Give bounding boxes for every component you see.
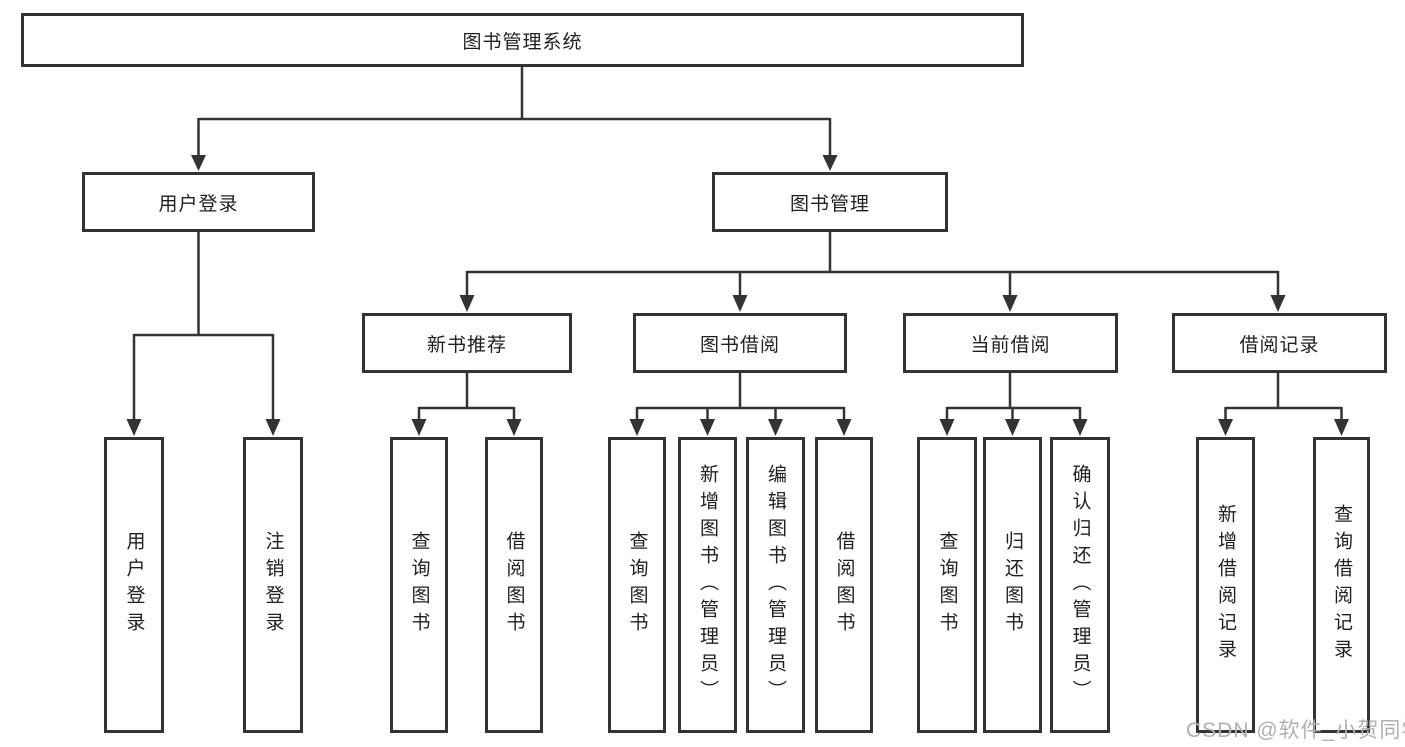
arrow-down-icon bbox=[459, 295, 475, 312]
node-label: 图书管理系统 bbox=[462, 31, 583, 53]
arrow-down-icon bbox=[126, 419, 142, 436]
connector-lines bbox=[132, 66, 1343, 423]
node-book-borrow: 图书借阅 bbox=[633, 313, 847, 373]
leaf-label: 用户登录 bbox=[123, 531, 145, 639]
arrow-down-icon bbox=[1005, 419, 1020, 436]
edge-record-bus bbox=[1224, 372, 1343, 423]
node-label: 新书推荐 bbox=[426, 334, 507, 356]
edge-root-bus bbox=[197, 66, 832, 158]
arrowheads bbox=[126, 155, 1349, 436]
leaf-label: 借阅图书 bbox=[503, 531, 525, 639]
node-book-management: 图书管理 bbox=[712, 172, 948, 232]
node-label: 当前借阅 bbox=[970, 334, 1051, 356]
leaf-edit-books-admin: 编辑图书（管理员） bbox=[746, 437, 805, 733]
arrow-down-icon bbox=[1072, 419, 1088, 436]
leaf-logout: 注销登录 bbox=[243, 437, 303, 733]
leaf-label: 编辑图书（管理员） bbox=[765, 463, 786, 707]
arrow-down-icon bbox=[506, 419, 522, 436]
leaf-label: 归还图书 bbox=[1002, 531, 1023, 639]
leaf-query-borrow-record: 查询借阅记录 bbox=[1313, 437, 1370, 733]
csdn-watermark: CSDN @软件_小贺同学 bbox=[1186, 719, 1405, 742]
leaf-confirm-return-admin: 确认归还（管理员） bbox=[1050, 437, 1110, 733]
leaf-label: 注销登录 bbox=[262, 531, 284, 639]
edge-bookmgmt-bus bbox=[465, 231, 1280, 299]
leaf-query-books-current: 查询图书 bbox=[917, 437, 977, 733]
leaf-user-login: 用户登录 bbox=[104, 437, 164, 733]
arrow-down-icon bbox=[1218, 419, 1233, 436]
leaf-label: 查询图书 bbox=[936, 531, 958, 639]
arrow-down-icon bbox=[629, 419, 645, 436]
arrow-down-icon bbox=[732, 295, 748, 312]
arrow-down-icon bbox=[939, 419, 955, 436]
leaf-borrow-books: 借阅图书 bbox=[815, 437, 873, 733]
arrow-down-icon bbox=[822, 155, 838, 171]
arrow-down-icon bbox=[836, 419, 852, 436]
node-label: 图书借阅 bbox=[699, 334, 780, 356]
leaf-return-books: 归还图书 bbox=[983, 437, 1042, 733]
node-borrow-record: 借阅记录 bbox=[1172, 313, 1387, 373]
leaf-query-books-borrow: 查询图书 bbox=[608, 437, 666, 733]
leaf-label: 查询借阅记录 bbox=[1331, 504, 1352, 666]
edge-current-bus bbox=[945, 372, 1082, 423]
edge-newbook-bus bbox=[417, 372, 516, 423]
node-root-system: 图书管理系统 bbox=[21, 13, 1024, 67]
leaf-label: 查询图书 bbox=[626, 531, 648, 639]
leaf-label: 新增图书（管理员） bbox=[697, 463, 718, 707]
arrow-down-icon bbox=[191, 155, 206, 171]
leaf-label: 借阅图书 bbox=[833, 531, 855, 639]
leaf-add-borrow-record: 新增借阅记录 bbox=[1196, 437, 1255, 733]
leaf-label: 新增借阅记录 bbox=[1215, 504, 1236, 666]
node-new-book-recommend: 新书推荐 bbox=[362, 313, 572, 373]
arrow-down-icon bbox=[768, 419, 783, 436]
leaf-borrow-books-recommend: 借阅图书 bbox=[485, 437, 543, 733]
arrow-down-icon bbox=[411, 419, 427, 436]
arrow-down-icon bbox=[1270, 295, 1286, 312]
arrow-down-icon bbox=[700, 419, 715, 436]
leaf-query-books-recommend: 查询图书 bbox=[390, 437, 448, 733]
edge-userlogin-bus bbox=[132, 231, 275, 423]
node-current-borrow: 当前借阅 bbox=[903, 313, 1118, 373]
leaf-label: 确认归还（管理员） bbox=[1069, 463, 1091, 707]
leaf-add-books-admin: 新增图书（管理员） bbox=[678, 437, 737, 733]
arrow-down-icon bbox=[265, 419, 281, 436]
edge-borrow-bus bbox=[635, 372, 846, 423]
node-user-login-group: 用户登录 bbox=[82, 172, 315, 232]
leaf-label: 查询图书 bbox=[408, 531, 430, 639]
node-label: 借阅记录 bbox=[1239, 334, 1320, 356]
arrow-down-icon bbox=[1334, 419, 1349, 436]
arrow-down-icon bbox=[1002, 295, 1018, 312]
node-label: 用户登录 bbox=[158, 193, 239, 215]
node-label: 图书管理 bbox=[789, 193, 870, 215]
